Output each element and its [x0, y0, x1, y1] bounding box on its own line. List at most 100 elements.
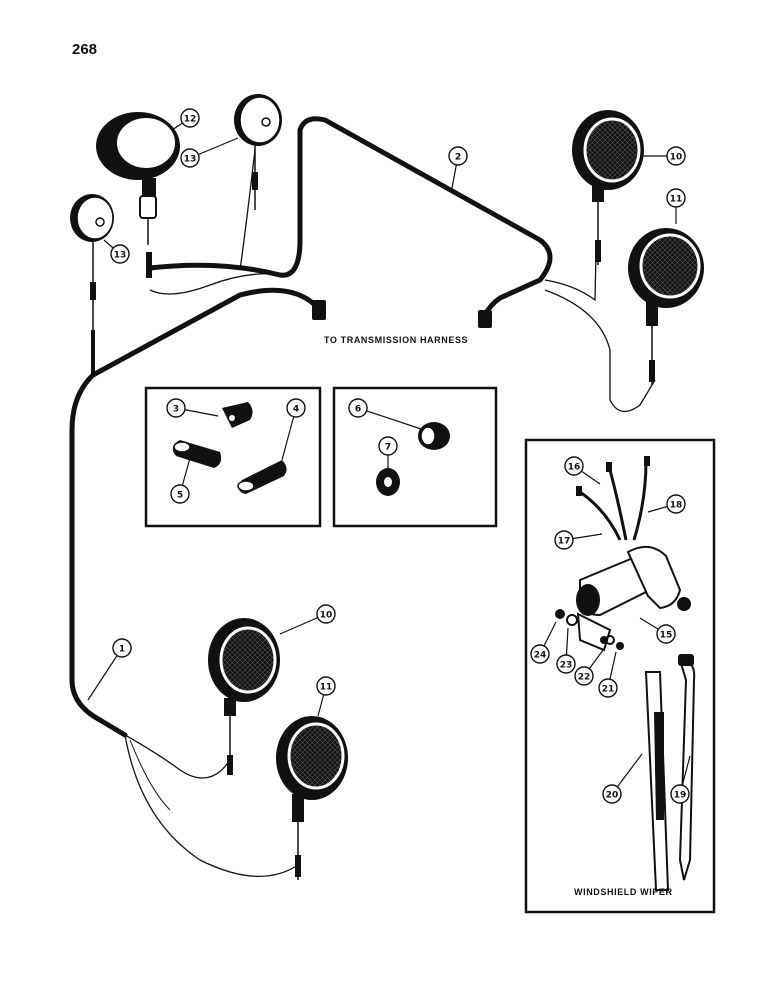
callout-number: 18 [670, 501, 683, 511]
wiper-arm-19 [678, 654, 696, 881]
callout-number: 22 [578, 673, 591, 683]
lamp-11-lower [276, 716, 348, 880]
callout-5: 5 [170, 457, 191, 504]
callout-circle [656, 624, 676, 644]
callout-circle [170, 484, 190, 504]
connector-left [312, 300, 326, 320]
connector-right [478, 310, 492, 328]
lamp-12 [96, 112, 180, 245]
callout-circle [666, 146, 686, 166]
callout-circle [316, 604, 336, 624]
callout-15: 15 [639, 617, 676, 644]
lower-lamp-wire-1 [124, 734, 231, 779]
callout-number: 17 [558, 537, 571, 547]
callout-22: 22 [574, 645, 607, 686]
callout-17: 17 [554, 530, 603, 550]
transmission-harness-label: TO TRANSMISSION HARNESS [324, 335, 468, 345]
callout-circle [564, 456, 584, 476]
callout-number: 4 [293, 405, 299, 415]
callout-13: 13 [180, 137, 239, 168]
callout-number: 12 [184, 115, 197, 125]
callout-number: 10 [320, 611, 333, 621]
callout-13: 13 [103, 239, 130, 264]
callout-3: 3 [166, 398, 219, 418]
callout-11: 11 [316, 676, 336, 717]
callout-circle [554, 530, 574, 550]
page-number: 268 [72, 41, 97, 58]
lamp-13-left [70, 194, 114, 330]
windshield-wiper-label: WINDSHIELD WIPER [574, 887, 673, 897]
callout-circle [378, 436, 398, 456]
grommets-box [332, 386, 498, 528]
wiper-leads [576, 456, 650, 541]
callout-number: 13 [184, 155, 197, 165]
callout-11: 11 [666, 188, 686, 224]
harness-2-branch [149, 273, 286, 295]
callout-number: 1 [119, 645, 125, 655]
wiper-hardware [555, 609, 624, 650]
callout-circle [110, 244, 130, 264]
callout-number: 2 [455, 153, 461, 163]
lamp-10-top-right [572, 110, 644, 265]
callout-19: 19 [670, 755, 691, 804]
callout-circle [666, 188, 686, 208]
right-lamp-wires-2 [544, 289, 656, 412]
clip-5 [172, 440, 222, 468]
callout-16: 16 [564, 456, 601, 485]
wiper-motor-15 [576, 545, 691, 652]
callout-circle [574, 666, 594, 686]
main-harness-cable [69, 372, 128, 738]
callout-number: 19 [674, 791, 687, 801]
callout-number: 3 [173, 405, 179, 415]
lamp-11-top-right [628, 228, 704, 385]
callout-number: 11 [670, 195, 683, 205]
callout-circle [598, 678, 618, 698]
callout-circle [602, 784, 622, 804]
callout-circle [112, 638, 132, 658]
callout-circle [348, 398, 368, 418]
plug-left [146, 252, 152, 278]
callout-circle [316, 676, 336, 696]
wiper-blade-20 [644, 671, 670, 891]
callout-20: 20 [602, 753, 643, 804]
grommet-7 [376, 468, 400, 496]
lower-lamp-wire-2 [124, 734, 299, 878]
callout-number: 24 [534, 651, 547, 661]
callout-circle [180, 108, 200, 128]
callout-23: 23 [556, 627, 576, 674]
callout-circle [180, 148, 200, 168]
lamp-10-lower [208, 618, 280, 775]
callout-number: 6 [355, 405, 361, 415]
callout-circle [530, 644, 550, 664]
callout-number: 13 [114, 251, 127, 261]
callout-18: 18 [647, 494, 686, 514]
callout-2: 2 [448, 146, 468, 189]
harness-2-branch-b [239, 149, 256, 271]
callout-number: 11 [320, 683, 333, 693]
callout-1: 1 [87, 638, 132, 701]
callout-number: 10 [670, 153, 683, 163]
callout-leader-line [357, 407, 425, 431]
callout-24: 24 [530, 621, 557, 664]
callout-10: 10 [640, 146, 686, 166]
callout-circle [666, 494, 686, 514]
callout-leader-line [87, 647, 123, 701]
callout-number: 20 [606, 791, 619, 801]
lamp-13-top [234, 94, 282, 210]
callout-circle [286, 398, 306, 418]
harness-2-cable [149, 116, 553, 317]
callout-4: 4 [281, 398, 306, 461]
callout-circle [448, 146, 468, 166]
callout-7: 7 [378, 436, 398, 468]
callout-number: 16 [568, 463, 581, 473]
callout-circle [556, 654, 576, 674]
right-lamp-wires [544, 249, 597, 302]
main-harness-upper [91, 287, 317, 378]
callout-number: 7 [385, 443, 391, 453]
callout-circle [166, 398, 186, 418]
clip-3 [222, 402, 253, 428]
callout-number: 5 [177, 491, 183, 501]
